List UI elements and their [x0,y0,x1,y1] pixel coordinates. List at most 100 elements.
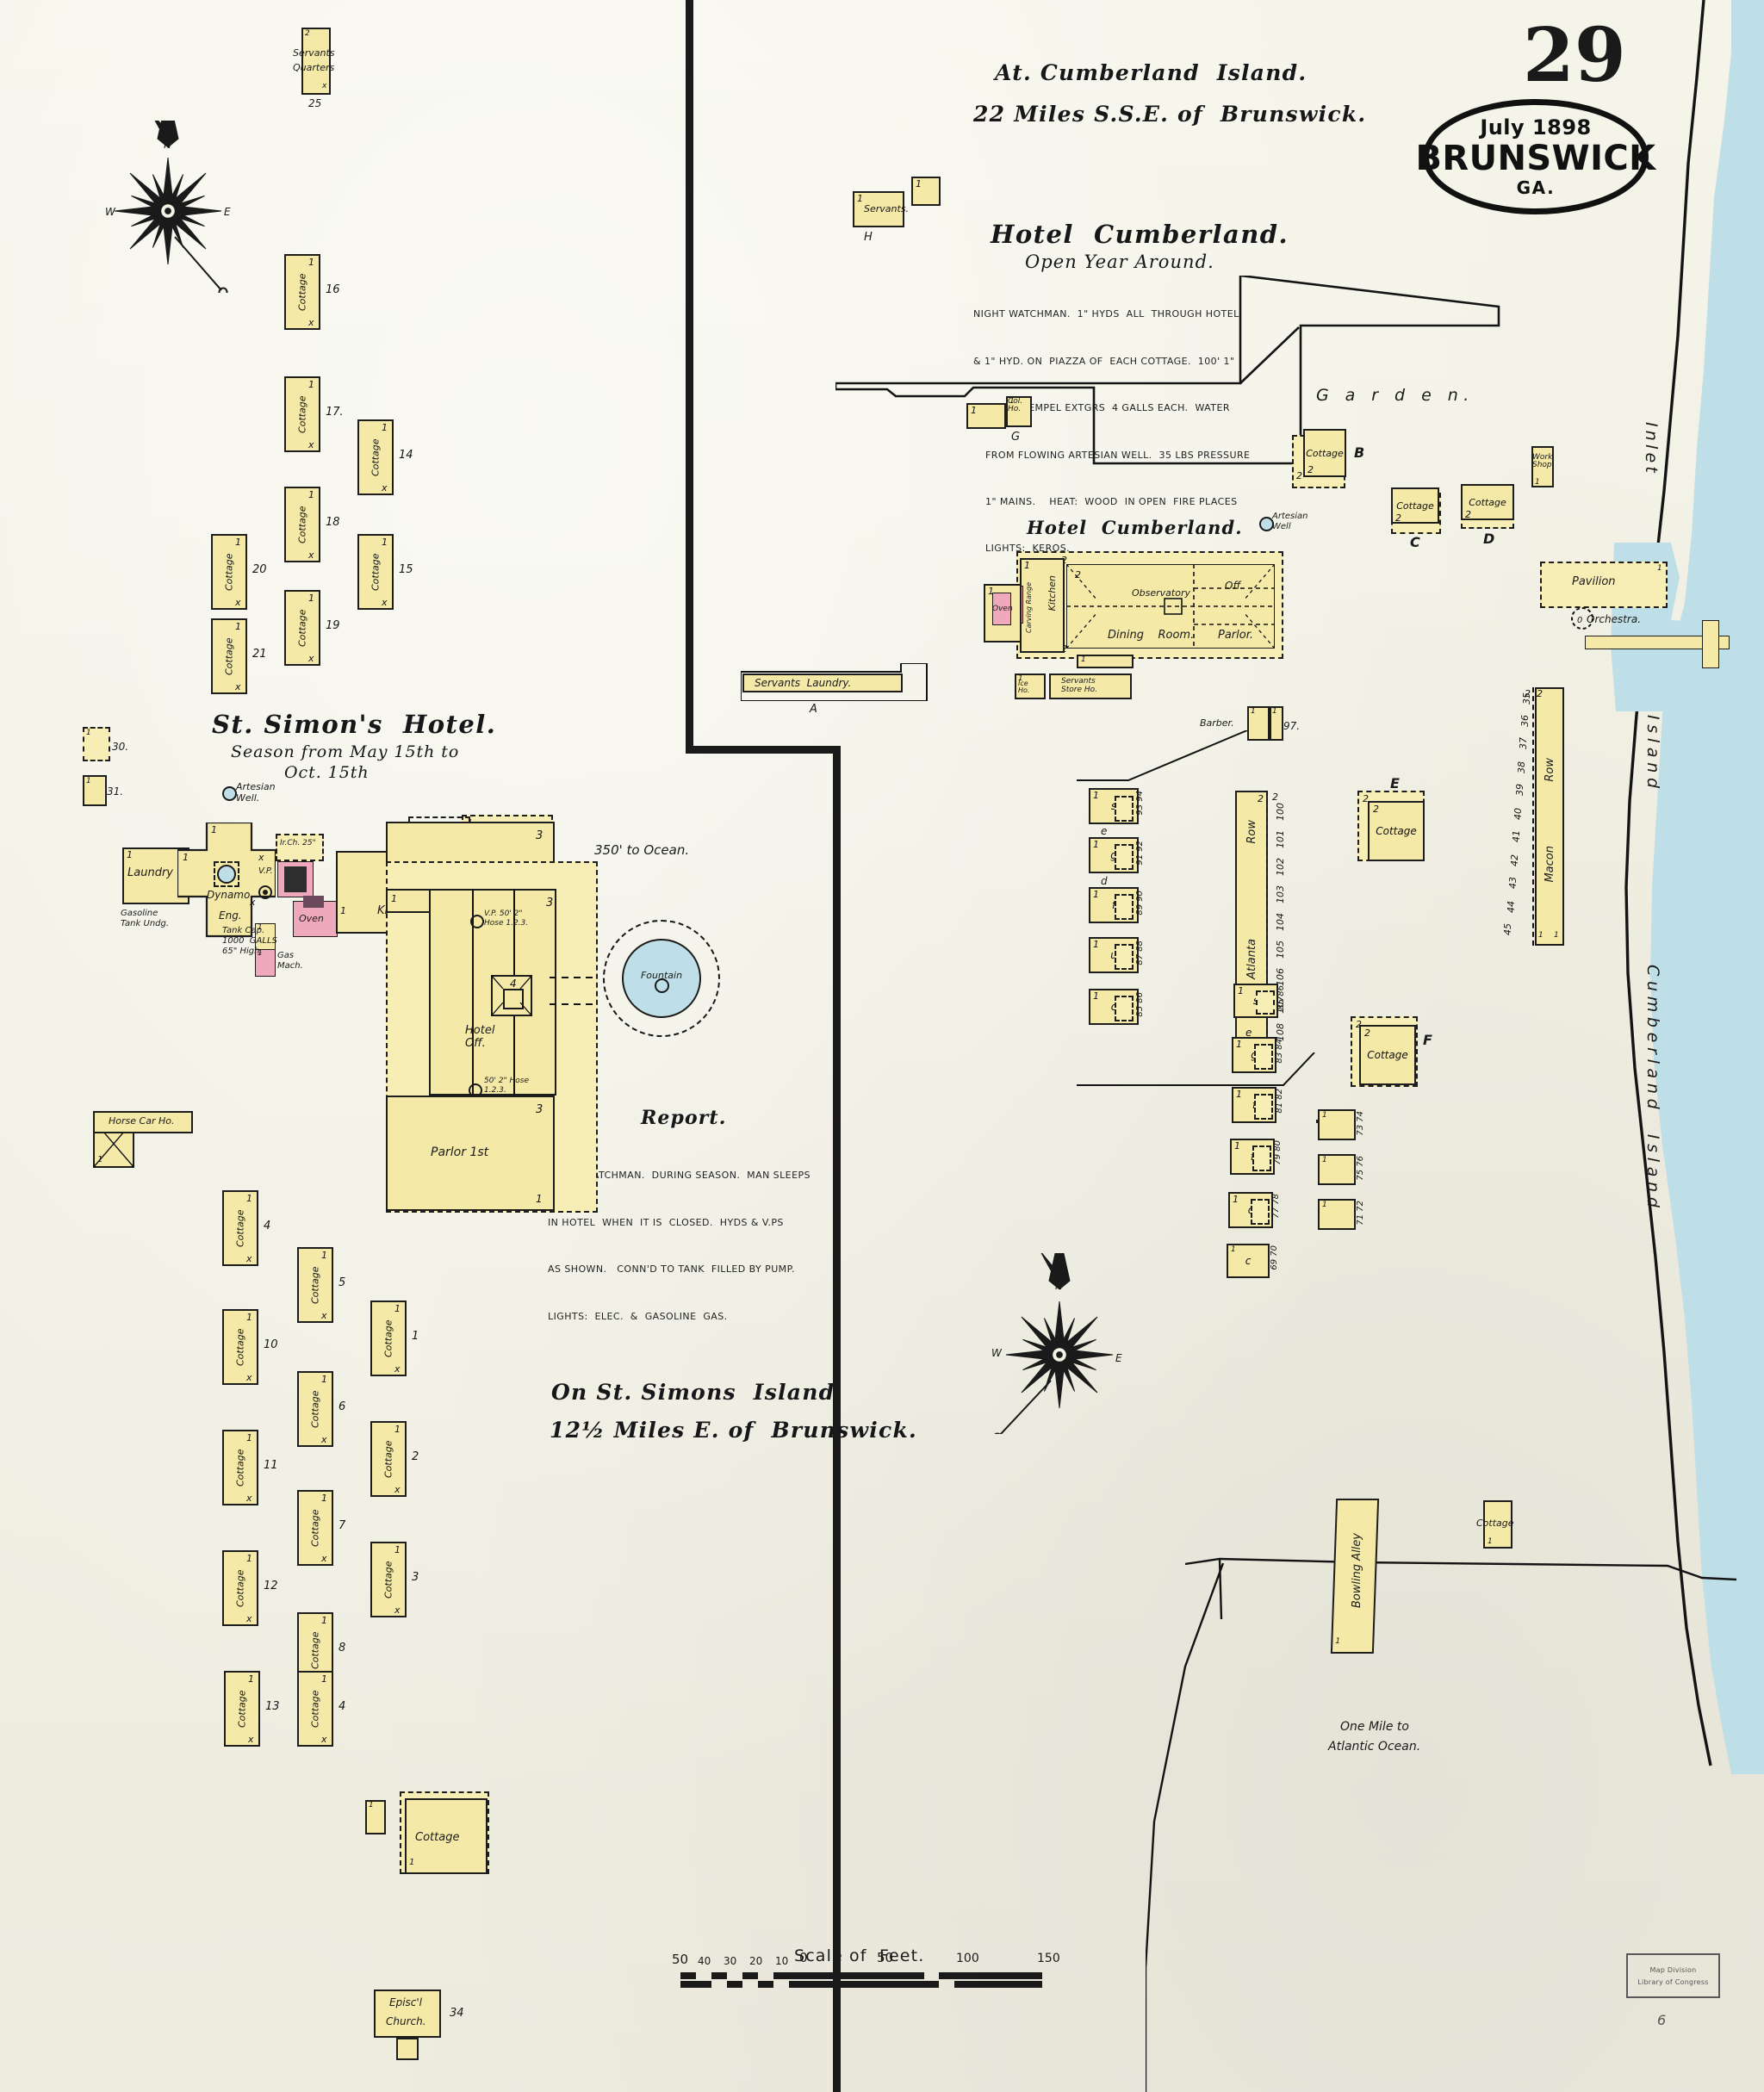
cumberland-col-a-no: 85 86 [1135,992,1145,1017]
inlet-water [1624,0,1764,1774]
cottage-story-mark: 1 [321,1374,327,1385]
building-small-g1: 1 [966,403,1006,429]
compass-rose-east: N E W [969,1253,1141,1434]
cottage-number: 15 [399,563,413,576]
label-no-30: 30. [112,741,129,753]
macon-unit-no: 38 [1516,761,1527,773]
cottage-number: 10 [264,1338,278,1351]
building-servants-store-house [1049,674,1132,699]
macon-unit-no: 44 [1506,901,1517,913]
svg-text:W: W [991,1347,1003,1359]
cottage-story-mark: 1 [394,1303,401,1314]
label-island-right: Island [1643,715,1662,793]
heading-cumberland-location-2: 22 Miles S.S.E. of Brunswick. [973,102,1367,127]
cumberland-col-b-piazza [1251,1199,1270,1225]
road-lower-left-cumberland [1146,1563,1225,2092]
label-macon-row-bottom: Macon [1544,846,1556,883]
label-tank-cap: Tank Cap. 1000 GALLS 65" High. [222,926,277,956]
cumberland-col-a-letter: e [1101,825,1108,837]
label-gas-mach: Gas Mach. [277,951,303,971]
cumberland-col-c-cottage: 1 [1318,1154,1356,1185]
macon-unit-no: 43 [1507,877,1519,889]
atlanta-unit-no: 101 [1275,830,1286,848]
cottage-story-mark: 1 [321,1250,327,1261]
cottage-story-mark: 1 [248,1673,254,1685]
macon-unit-no: 35 [1521,692,1532,705]
scale-tick: 50 [672,1952,689,1967]
label-episcl-church-2: Church. [386,2015,426,2027]
cumberland-col-a-no: 89 90 [1135,891,1145,916]
macon-unit-no: 41 [1511,830,1522,842]
hotel-cumberland-partitions [1066,564,1275,649]
cottage-story-mark: 1 [321,1615,327,1626]
atlanta-unit-no: 100 [1275,803,1286,821]
cumberland-note-line: & 1" HYD. ON PIAZZA OF EACH COTTAGE. 100… [973,355,1235,367]
servants-laundry-outline [741,663,928,701]
label-ocean-distance: 350' to Ocean. [594,842,690,858]
label-bowling-alley: Bowling Alley [1351,1533,1363,1609]
cumberland-col-a-piazza [1115,996,1134,1021]
cottage-roof-mark: x [394,1484,401,1495]
label-vp: V.P. [258,866,273,876]
cumberland-col-b-no: 85 86 [1276,985,1286,1010]
macon-unit-no: 45 [1502,923,1513,935]
simons-report-block: NIGHT WATCHMAN. DURING SEASON. MAN SLEEP… [548,1137,811,1356]
macon-unit-no: 36 [1519,715,1531,727]
cottage-story-mark: 1 [321,1673,327,1685]
cottage-number: 2 [412,1450,419,1463]
report-note-line: LIGHTS: ELEC. & GASOLINE GAS. [548,1310,728,1322]
label-orchestra: Orchestra. [1587,613,1642,625]
label-eng: Eng. [219,909,242,922]
atlanta-row-party-wall [1266,791,1271,1059]
scale-tick: 10 [775,1955,789,1967]
label-artesian-well-simons: Artesian Well. [236,781,276,804]
label-atlantic-2: Atlantic Ocean. [1328,1740,1421,1754]
cottage-b: Cottage 2 [1303,429,1346,477]
cottage-story-mark: 1 [382,537,388,548]
scale-tick: 0 [799,1950,808,1965]
building-barber: 1 [1247,706,1270,741]
label-kitchen-cumberland: Kitchen [1047,575,1058,611]
cumberland-col-b-no-last: 69 70 [1270,1245,1279,1270]
label-artesian-well-cumberland: Artesian Well [1272,512,1308,531]
svg-text:N: N [164,139,171,151]
label-hotel-off: Hotel Off. [465,1024,495,1050]
pier-walkway [1585,636,1730,649]
cottage-roof-mark: x [308,439,314,450]
label-cottage-lower-right: Cottage [1476,1518,1514,1529]
cottage-roof-mark: x [382,597,388,608]
cottage-story-mark: 1 [394,1544,401,1555]
label-macon-row-top: Row [1544,758,1556,782]
cottage-roof-mark: x [235,681,241,692]
cumberland-col-c-no: 71 72 [1356,1201,1365,1226]
cumberland-col-c-cottage: 1 [1318,1109,1356,1140]
frame-vertical-bottom [833,746,841,2092]
cottage-roof-mark: x [246,1253,252,1264]
label-servants-cumberland: Servants. [864,203,910,214]
stamp-line-1: Map Division [1649,1965,1697,1974]
cottage-number: 7 [339,1519,346,1532]
vp-icon [258,885,272,899]
heading-st-simons-season-2: Oct. 15th [284,763,370,782]
atlanta-unit-no: 102 [1275,858,1286,876]
label-ir-ch: Ir.Ch. 25" [280,839,316,847]
building-ice-house: 1 [1015,674,1046,699]
label-inlet: Inlet [1642,422,1661,476]
cottage-bottom-annex: 1 [365,1800,386,1834]
atlanta-row-unit-numbers: 100 101 102 103 104 105 106 107 108 [1271,799,1302,1058]
heading-st-simons-season-1: Season from May 15th to [231,742,460,761]
label-servants-quarters-no: 25 [308,97,322,109]
cumberland-notes-block: NIGHT WATCHMAN. 1" HYDS ALL THROUGH HOTE… [973,276,1250,588]
label-parlor-cumberland: Parlor. [1218,629,1253,642]
svg-text:E: E [224,206,231,218]
building-servants-annex: 1 [911,177,941,206]
